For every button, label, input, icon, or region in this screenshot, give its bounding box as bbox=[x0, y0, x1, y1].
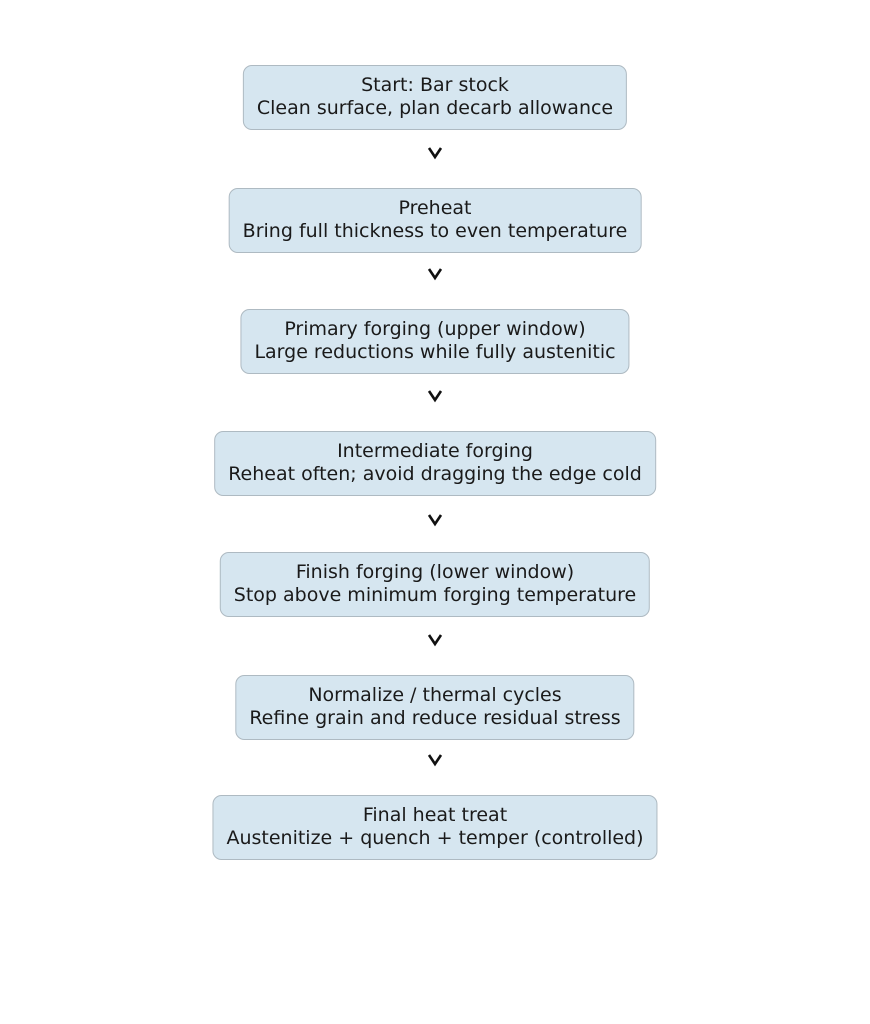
node-title: Finish forging (lower window) bbox=[295, 561, 575, 583]
flow-node-start: Start: Bar stock Clean surface, plan dec… bbox=[242, 65, 628, 130]
flow-node-preheat: Preheat Bring full thickness to even tem… bbox=[228, 188, 642, 253]
arrow-down-icon bbox=[427, 514, 443, 527]
flow-node-normalize: Normalize / thermal cycles Refine grain … bbox=[235, 675, 635, 740]
flow-node-finish-forging: Finish forging (lower window) Stop above… bbox=[219, 552, 651, 617]
node-title: Primary forging (upper window) bbox=[284, 318, 586, 340]
node-title: Intermediate forging bbox=[337, 440, 533, 462]
node-subtitle: Austenitize + quench + temper (controlle… bbox=[226, 827, 644, 849]
node-title: Normalize / thermal cycles bbox=[308, 684, 562, 706]
node-title: Start: Bar stock bbox=[361, 74, 509, 96]
node-subtitle: Bring full thickness to even temperature bbox=[242, 220, 628, 242]
node-subtitle: Clean surface, plan decarb allowance bbox=[256, 97, 614, 119]
arrow-down-icon bbox=[427, 268, 443, 281]
node-title: Preheat bbox=[398, 197, 472, 219]
node-subtitle: Stop above minimum forging temperature bbox=[233, 584, 637, 606]
arrow-down-icon bbox=[427, 754, 443, 767]
arrow-down-icon bbox=[427, 147, 443, 160]
node-subtitle: Large reductions while fully austenitic bbox=[254, 341, 616, 363]
flow-node-intermediate-forging: Intermediate forging Reheat often; avoid… bbox=[214, 431, 656, 496]
arrow-down-icon bbox=[427, 390, 443, 403]
node-subtitle: Refine grain and reduce residual stress bbox=[249, 707, 621, 729]
arrow-down-icon bbox=[427, 634, 443, 647]
node-title: Final heat treat bbox=[362, 804, 508, 826]
flow-node-final-heat-treat: Final heat treat Austenitize + quench + … bbox=[212, 795, 658, 860]
node-subtitle: Reheat often; avoid dragging the edge co… bbox=[228, 463, 642, 485]
flow-node-primary-forging: Primary forging (upper window) Large red… bbox=[240, 309, 630, 374]
